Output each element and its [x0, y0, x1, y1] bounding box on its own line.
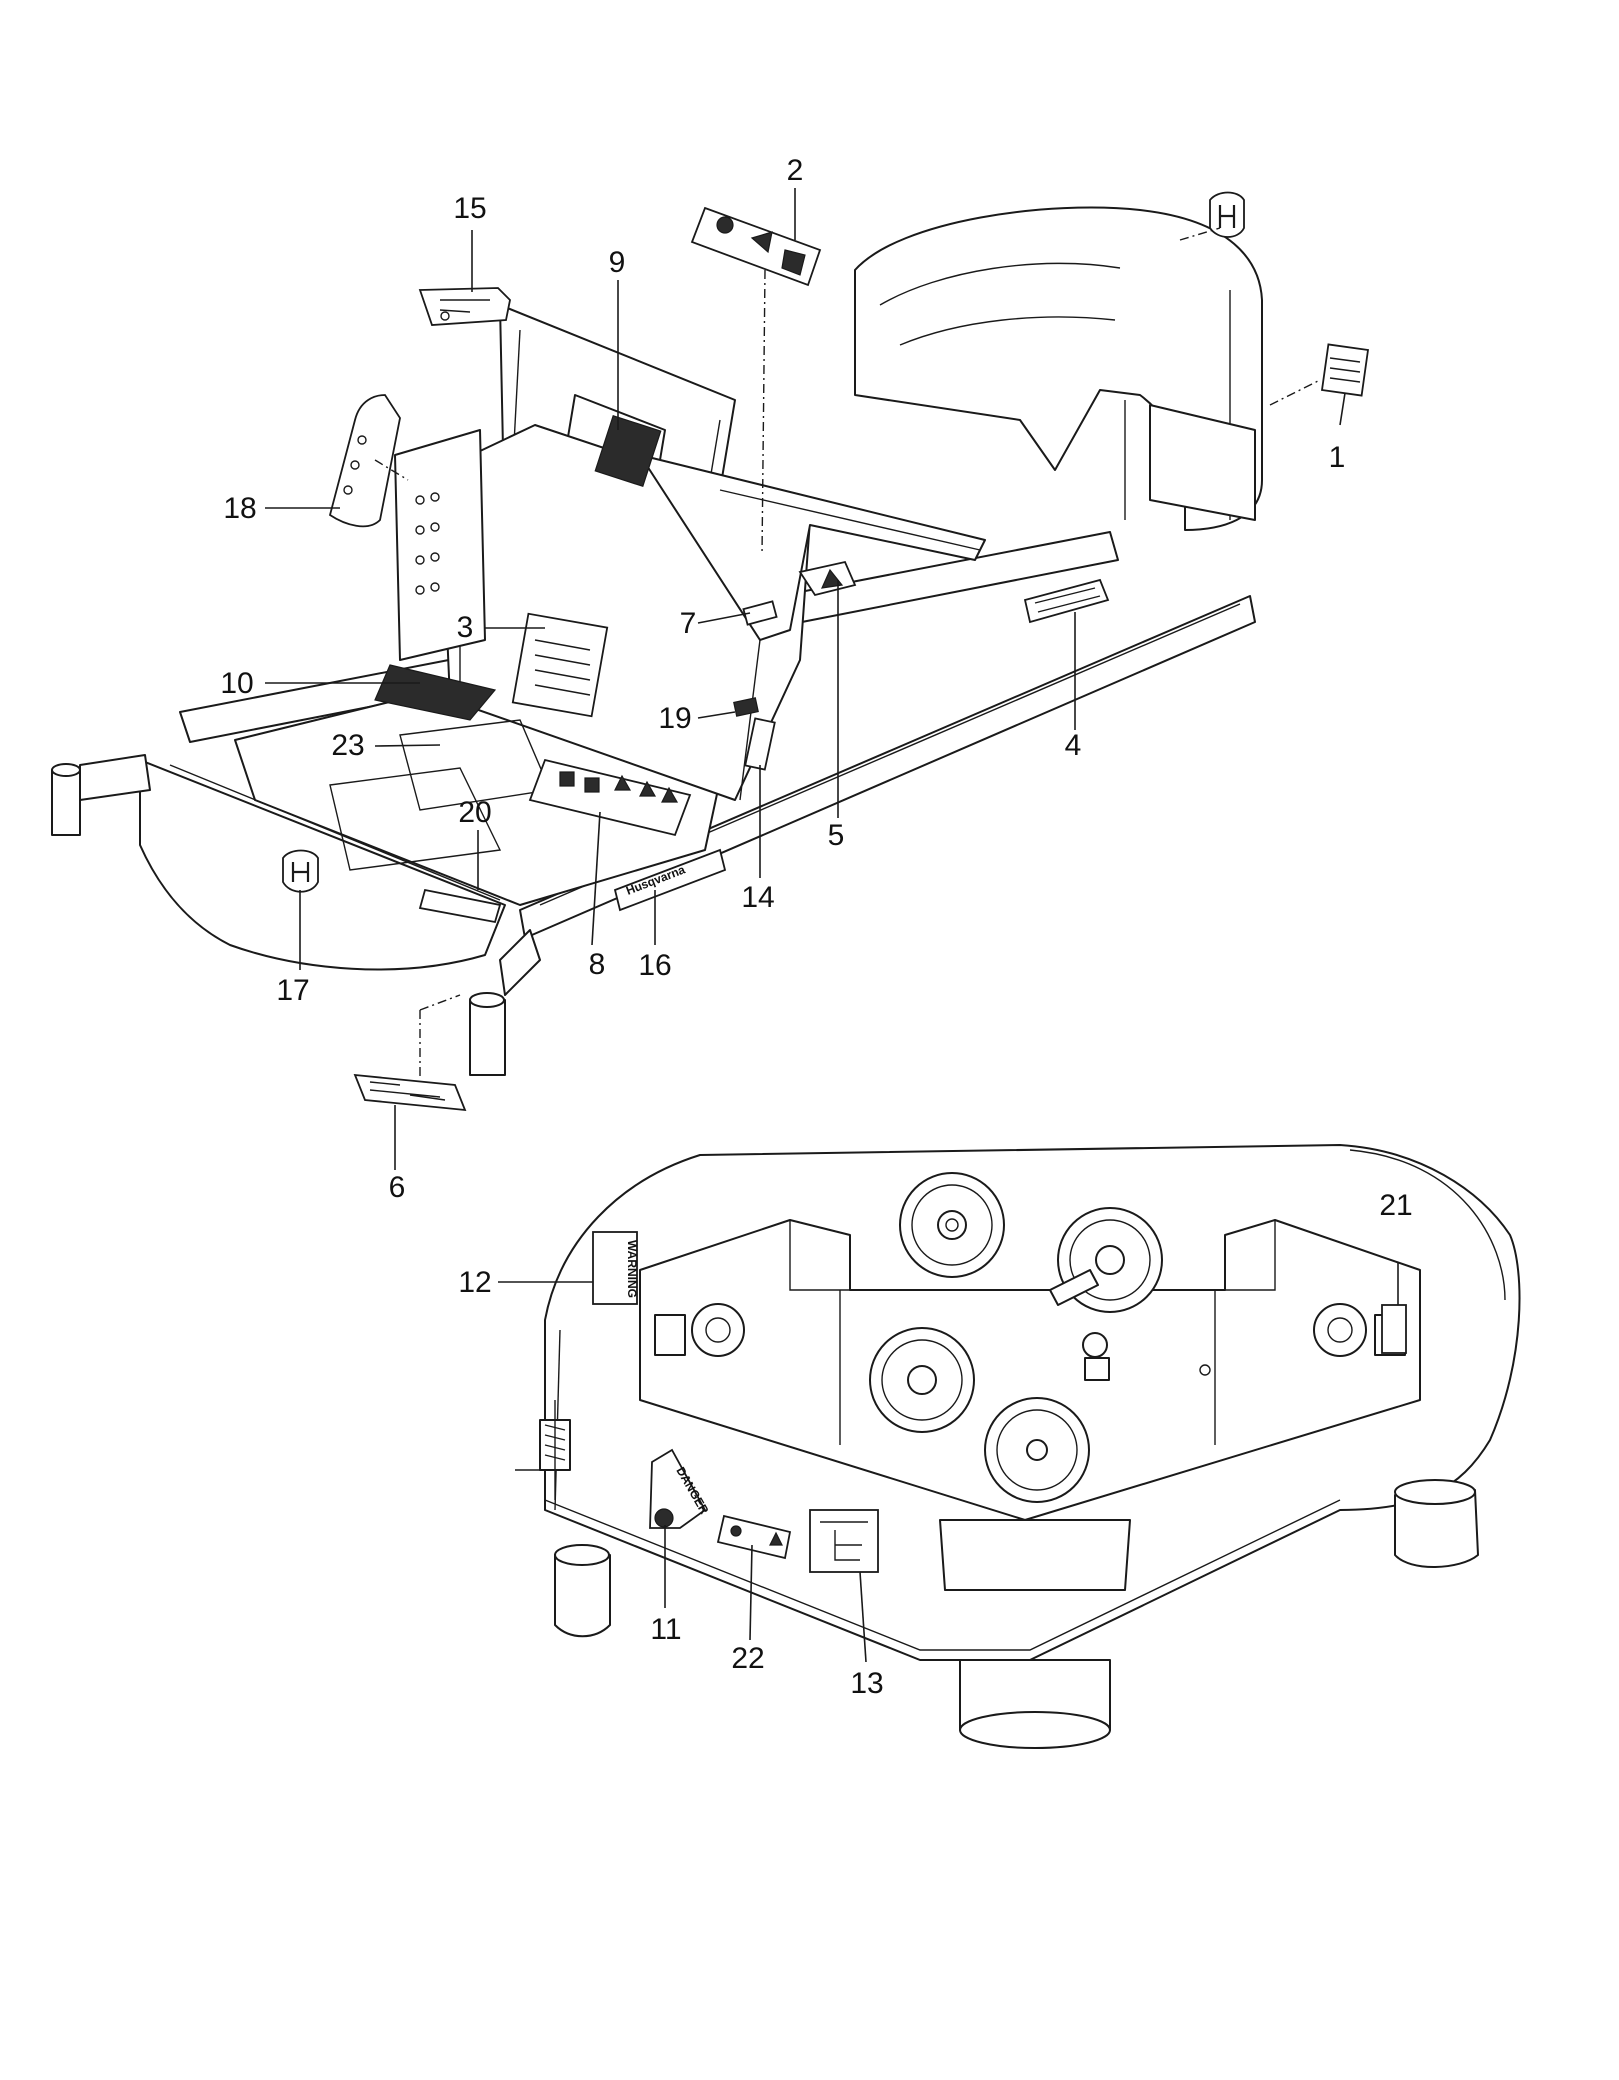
deck-wheel-left — [554, 1544, 611, 1638]
decal-18 — [328, 394, 401, 528]
leader-lines — [265, 188, 1399, 1663]
left-caster-post — [51, 754, 151, 836]
decal-8 — [528, 758, 692, 837]
callout-18: 18 — [223, 492, 256, 525]
decal-1 — [1320, 343, 1370, 397]
decal-2 — [690, 206, 822, 287]
callout-labels: 1 2 3 4 5 6 7 8 9 10 11 12 13 14 15 16 1… — [220, 154, 1412, 1700]
tank-logo-decal — [1209, 191, 1245, 238]
callout-6: 6 — [389, 1171, 406, 1204]
upper-decals — [328, 206, 1370, 1112]
callout-16: 16 — [638, 949, 671, 982]
frame-assembly: Husqvarna — [51, 191, 1263, 1076]
deck-spring — [515, 1400, 571, 1500]
callout-20: 20 — [458, 796, 491, 829]
callout-21: 21 — [1379, 1189, 1412, 1222]
callout-1: 1 — [1329, 441, 1346, 474]
decal-12: WARNING — [592, 1231, 639, 1305]
decal-13 — [809, 1509, 879, 1573]
callout-14: 14 — [741, 881, 774, 914]
pulley-bottom — [984, 1397, 1090, 1503]
spindle-left — [691, 1303, 745, 1357]
spindle-right — [1313, 1303, 1367, 1357]
callout-10: 10 — [220, 667, 253, 700]
callout-19: 19 — [658, 702, 691, 735]
deck-assembly — [515, 1144, 1521, 1749]
callout-8: 8 — [589, 948, 606, 981]
callout-3: 3 — [457, 611, 474, 644]
callout-23: 23 — [331, 729, 364, 762]
discharge-chute — [959, 1659, 1111, 1749]
callout-9: 9 — [609, 246, 626, 279]
decal-6 — [353, 1073, 467, 1112]
callout-2: 2 — [787, 154, 804, 187]
decal-22 — [716, 1514, 792, 1560]
callout-11: 11 — [650, 1613, 681, 1646]
pulley-middle — [869, 1327, 975, 1433]
callout-17: 17 — [276, 974, 309, 1007]
warning-decal-text: WARNING — [625, 1240, 639, 1298]
decal-15 — [418, 287, 511, 326]
deck-wheel-right — [1394, 1479, 1479, 1568]
deck-decals: WARNING DANGER — [592, 1231, 1407, 1573]
right-caster-post — [469, 929, 541, 1076]
callout-22: 22 — [731, 1642, 764, 1675]
callout-13: 13 — [850, 1667, 883, 1700]
pulley-top-left — [899, 1172, 1005, 1278]
callout-15: 15 — [453, 192, 486, 225]
bumper-logo-decal — [282, 849, 319, 893]
callout-7: 7 — [680, 607, 697, 640]
callout-12: 12 — [458, 1266, 491, 1299]
callout-4: 4 — [1065, 729, 1082, 762]
callout-5: 5 — [828, 819, 845, 852]
pulley-top-right — [1049, 1207, 1163, 1313]
